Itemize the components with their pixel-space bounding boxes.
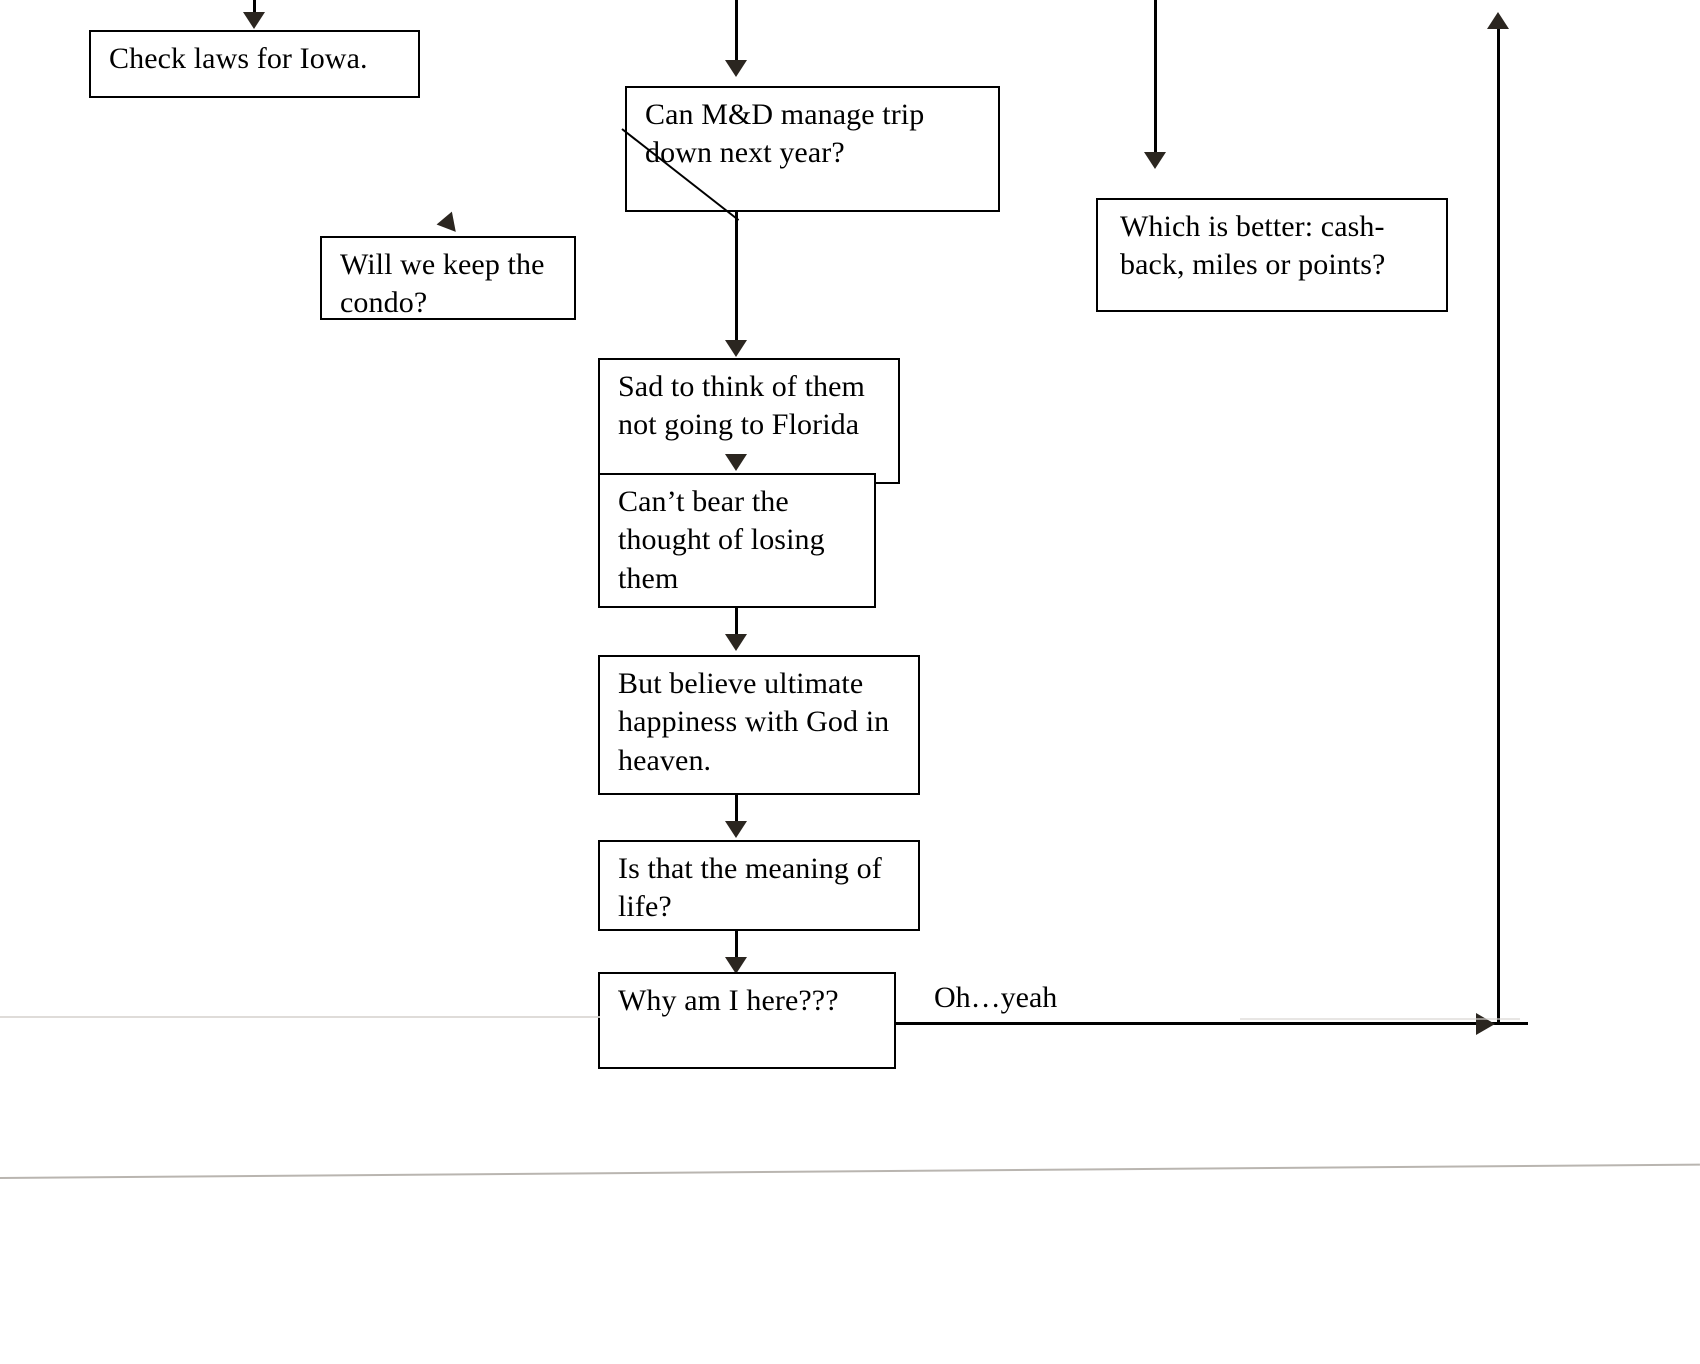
- scan-page-edge: [0, 1163, 1700, 1179]
- arrowhead-loop-right: [1476, 1013, 1495, 1035]
- arrowhead-into-cash-back: [1144, 152, 1166, 169]
- edge-label-oh-yeah: Oh…yeah: [934, 981, 1058, 1014]
- arrowhead-into-check-laws: [243, 12, 265, 29]
- node-keep-condo-label: Will we keep the condo?: [340, 248, 545, 320]
- scan-crease-right: [1240, 1018, 1520, 1020]
- node-keep-condo[interactable]: Will we keep the condo?: [320, 236, 576, 320]
- connector-manage-trip-to-sad-florida: [735, 212, 738, 346]
- connector-cant-bear-to-ultimate-happiness: [735, 608, 738, 646]
- node-meaning-life[interactable]: Is that the meaning of life?: [598, 840, 920, 931]
- node-cant-bear-label: Can’t bear the thought of losing them: [618, 485, 825, 595]
- arrowhead-into-meaning-life: [725, 821, 747, 838]
- node-cash-back-label: Which is better: cash-back, miles or poi…: [1120, 210, 1386, 282]
- connector-loop-riser: [1497, 26, 1500, 1024]
- arrowhead-into-keep-condo: [436, 211, 464, 239]
- connector-why-here-to-loop: [896, 1022, 1528, 1025]
- node-meaning-life-label: Is that the meaning of life?: [618, 852, 882, 924]
- node-cash-back[interactable]: Which is better: cash-back, miles or poi…: [1096, 198, 1448, 312]
- node-cant-bear[interactable]: Can’t bear the thought of losing them: [598, 473, 876, 608]
- arrowhead-into-sad-florida: [725, 340, 747, 357]
- arrowhead-into-manage-trip: [725, 60, 747, 77]
- connector-into-cash-back: [1154, 0, 1157, 152]
- node-ultimate-happiness[interactable]: But believe ultimate happiness with God …: [598, 655, 920, 795]
- arrowhead-into-ultimate-happiness: [725, 634, 747, 651]
- connector-into-check-laws: [253, 0, 256, 14]
- arrowhead-into-cant-bear: [725, 454, 747, 471]
- node-manage-trip-label: Can M&D manage trip down next year?: [645, 98, 925, 170]
- node-check-laws[interactable]: Check laws for Iowa.: [89, 30, 420, 98]
- node-manage-trip[interactable]: Can M&D manage trip down next year?: [625, 86, 1000, 212]
- connector-ultimate-happiness-to-meaning-life: [735, 795, 738, 833]
- connector-into-manage-trip: [735, 0, 738, 62]
- connector-meaning-life-to-why-here: [735, 931, 738, 969]
- node-ultimate-happiness-label: But believe ultimate happiness with God …: [618, 667, 890, 777]
- node-why-here-label: Why am I here???: [618, 984, 839, 1017]
- arrowhead-loop-top: [1487, 12, 1509, 29]
- scan-bottom-margin: [0, 1182, 1700, 1364]
- arrowhead-into-why-here: [725, 957, 747, 974]
- scan-crease-upper: [0, 1016, 600, 1018]
- node-sad-florida-label: Sad to think of them not going to Florid…: [618, 370, 865, 442]
- node-check-laws-label: Check laws for Iowa.: [109, 42, 368, 75]
- node-sad-florida[interactable]: Sad to think of them not going to Florid…: [598, 358, 900, 484]
- node-why-here[interactable]: Why am I here???: [598, 972, 896, 1069]
